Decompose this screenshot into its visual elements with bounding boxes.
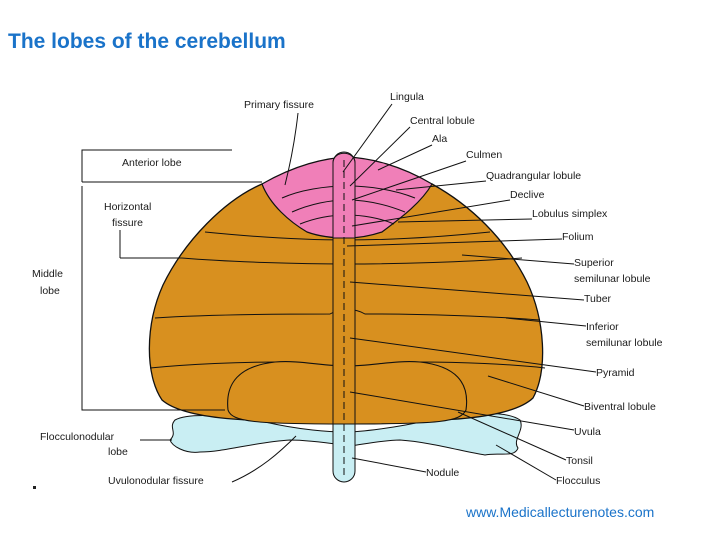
label-horizontal-fissure-2: fissure	[112, 217, 143, 229]
source-link[interactable]: www.Medicallecturenotes.com	[466, 504, 655, 520]
label-lobulus-simplex: Lobulus simplex	[532, 208, 608, 220]
label-lingula: Lingula	[390, 91, 424, 103]
label-primary-fissure: Primary fissure	[244, 99, 314, 111]
label-superior-semilunar-1: Superior	[574, 257, 614, 269]
label-ala: Ala	[432, 133, 447, 145]
label-culmen: Culmen	[466, 149, 502, 161]
label-uvulonodular-fissure: Uvulonodular fissure	[108, 475, 204, 487]
label-horizontal-fissure-1: Horizontal	[104, 201, 151, 213]
stray-dot	[33, 486, 36, 489]
label-declive: Declive	[510, 189, 545, 201]
label-biventral-lobule: Biventral lobule	[584, 401, 656, 413]
label-middle-lobe-1: Middle	[32, 268, 63, 280]
label-flocculonodular-1: Flocculonodular	[40, 431, 115, 443]
label-quadrangular-lobule: Quadrangular lobule	[486, 170, 581, 182]
label-central-lobule: Central lobule	[410, 115, 475, 127]
label-flocculus: Flocculus	[556, 475, 600, 487]
label-flocculonodular-2: lobe	[108, 446, 128, 458]
label-uvula: Uvula	[574, 426, 601, 438]
label-anterior-lobe: Anterior lobe	[122, 157, 182, 169]
label-tuber: Tuber	[584, 293, 612, 305]
label-pyramid: Pyramid	[596, 367, 635, 379]
page-title: The lobes of the cerebellum	[8, 30, 286, 53]
label-folium: Folium	[562, 231, 594, 243]
label-superior-semilunar-2: semilunar lobule	[574, 273, 651, 285]
label-nodule: Nodule	[426, 467, 459, 479]
label-tonsil: Tonsil	[566, 455, 593, 467]
label-middle-lobe-2: lobe	[40, 285, 60, 297]
label-inferior-semilunar-1: Inferior	[586, 321, 619, 333]
label-inferior-semilunar-2: semilunar lobule	[586, 337, 663, 349]
